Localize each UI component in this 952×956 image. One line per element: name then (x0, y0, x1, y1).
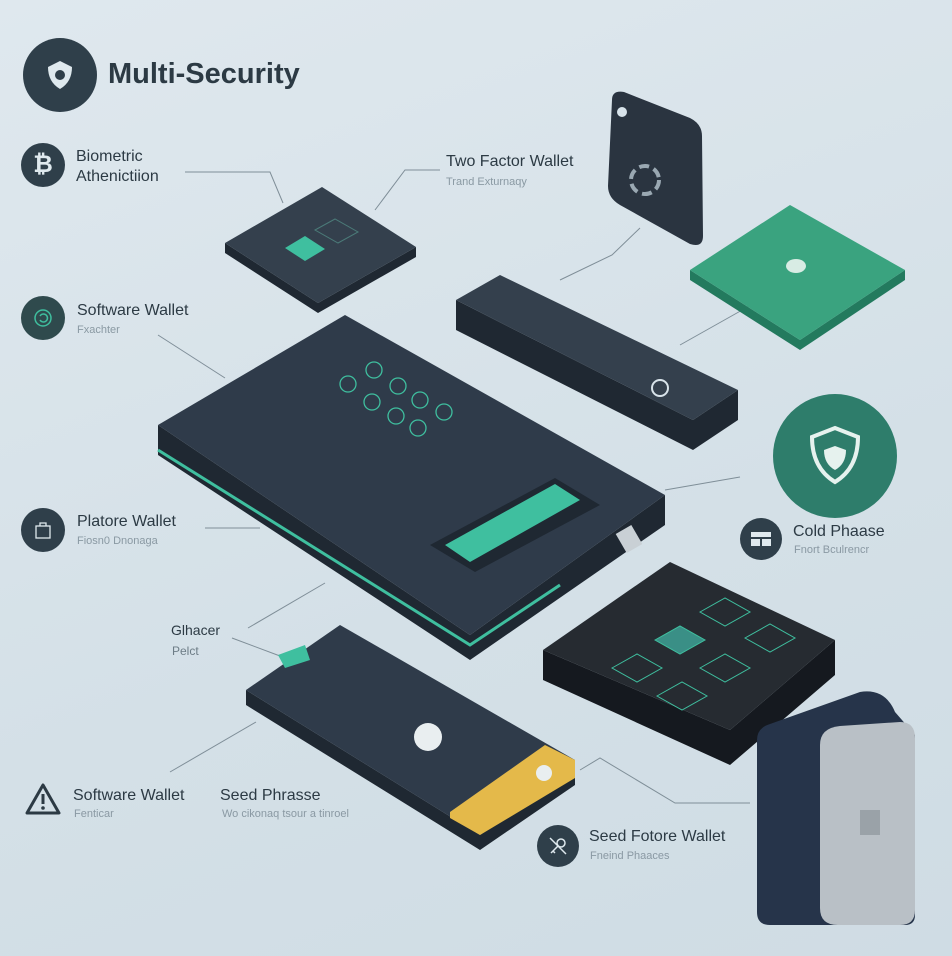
software-wallet-top-subtitle: Fxachter (77, 324, 120, 336)
biometric-label-line1: Biometric (76, 148, 143, 165)
refresh-icon (21, 296, 65, 340)
card-device-gold (246, 625, 575, 850)
card-icon (740, 518, 782, 560)
platore-wallet-label: Platore Wallet (77, 513, 176, 530)
long-bar-device (456, 275, 738, 450)
seed-fotore-wallet-subtitle: Fneind Phaaces (590, 850, 670, 862)
bag-icon (21, 508, 65, 552)
key-fob-device (608, 91, 703, 246)
platore-wallet-subtitle: Fiosn0 Dnonaga (77, 535, 158, 547)
connector-lines (157, 169, 761, 804)
software-wallet-bottom-label: Software Wallet (73, 787, 185, 804)
two-factor-subtitle: Trand Exturnaqy (446, 176, 527, 188)
seed-fotore-wallet-label: Seed Fotore Wallet (589, 828, 726, 845)
silver-cube-device (757, 691, 915, 925)
seed-phrasse-label: Seed Phrasse (220, 787, 321, 804)
cold-phaase-label: Cold Phaase (793, 523, 885, 540)
software-wallet-top-label: Software Wallet (77, 302, 189, 319)
bitcoin-icon: ₿ (21, 143, 65, 187)
glhacer-subtitle: Pelct (172, 644, 199, 658)
shield-badge (773, 394, 897, 518)
software-wallet-bottom-subtitle: Fenticar (74, 808, 114, 820)
cold-phaase-subtitle: Fnort Bculrencr (794, 544, 870, 556)
green-pad-device (690, 205, 905, 350)
page-title: Multi-Security (108, 58, 300, 90)
main-hardware-wallet (157, 315, 665, 660)
logo-shield-icon (23, 38, 97, 112)
biometric-label: Biometric Athenictiion (76, 147, 159, 187)
glhacer-label: Glhacer (171, 622, 221, 638)
warning-icon (24, 782, 62, 821)
seed-phrasse-subtitle: Wo cikonaq tsour a tinroel (222, 808, 349, 820)
key-icon (537, 825, 579, 867)
two-factor-label: Two Factor Wallet (446, 153, 574, 170)
biometric-label-line2: Athenictiion (76, 168, 159, 185)
small-square-device (225, 187, 416, 313)
